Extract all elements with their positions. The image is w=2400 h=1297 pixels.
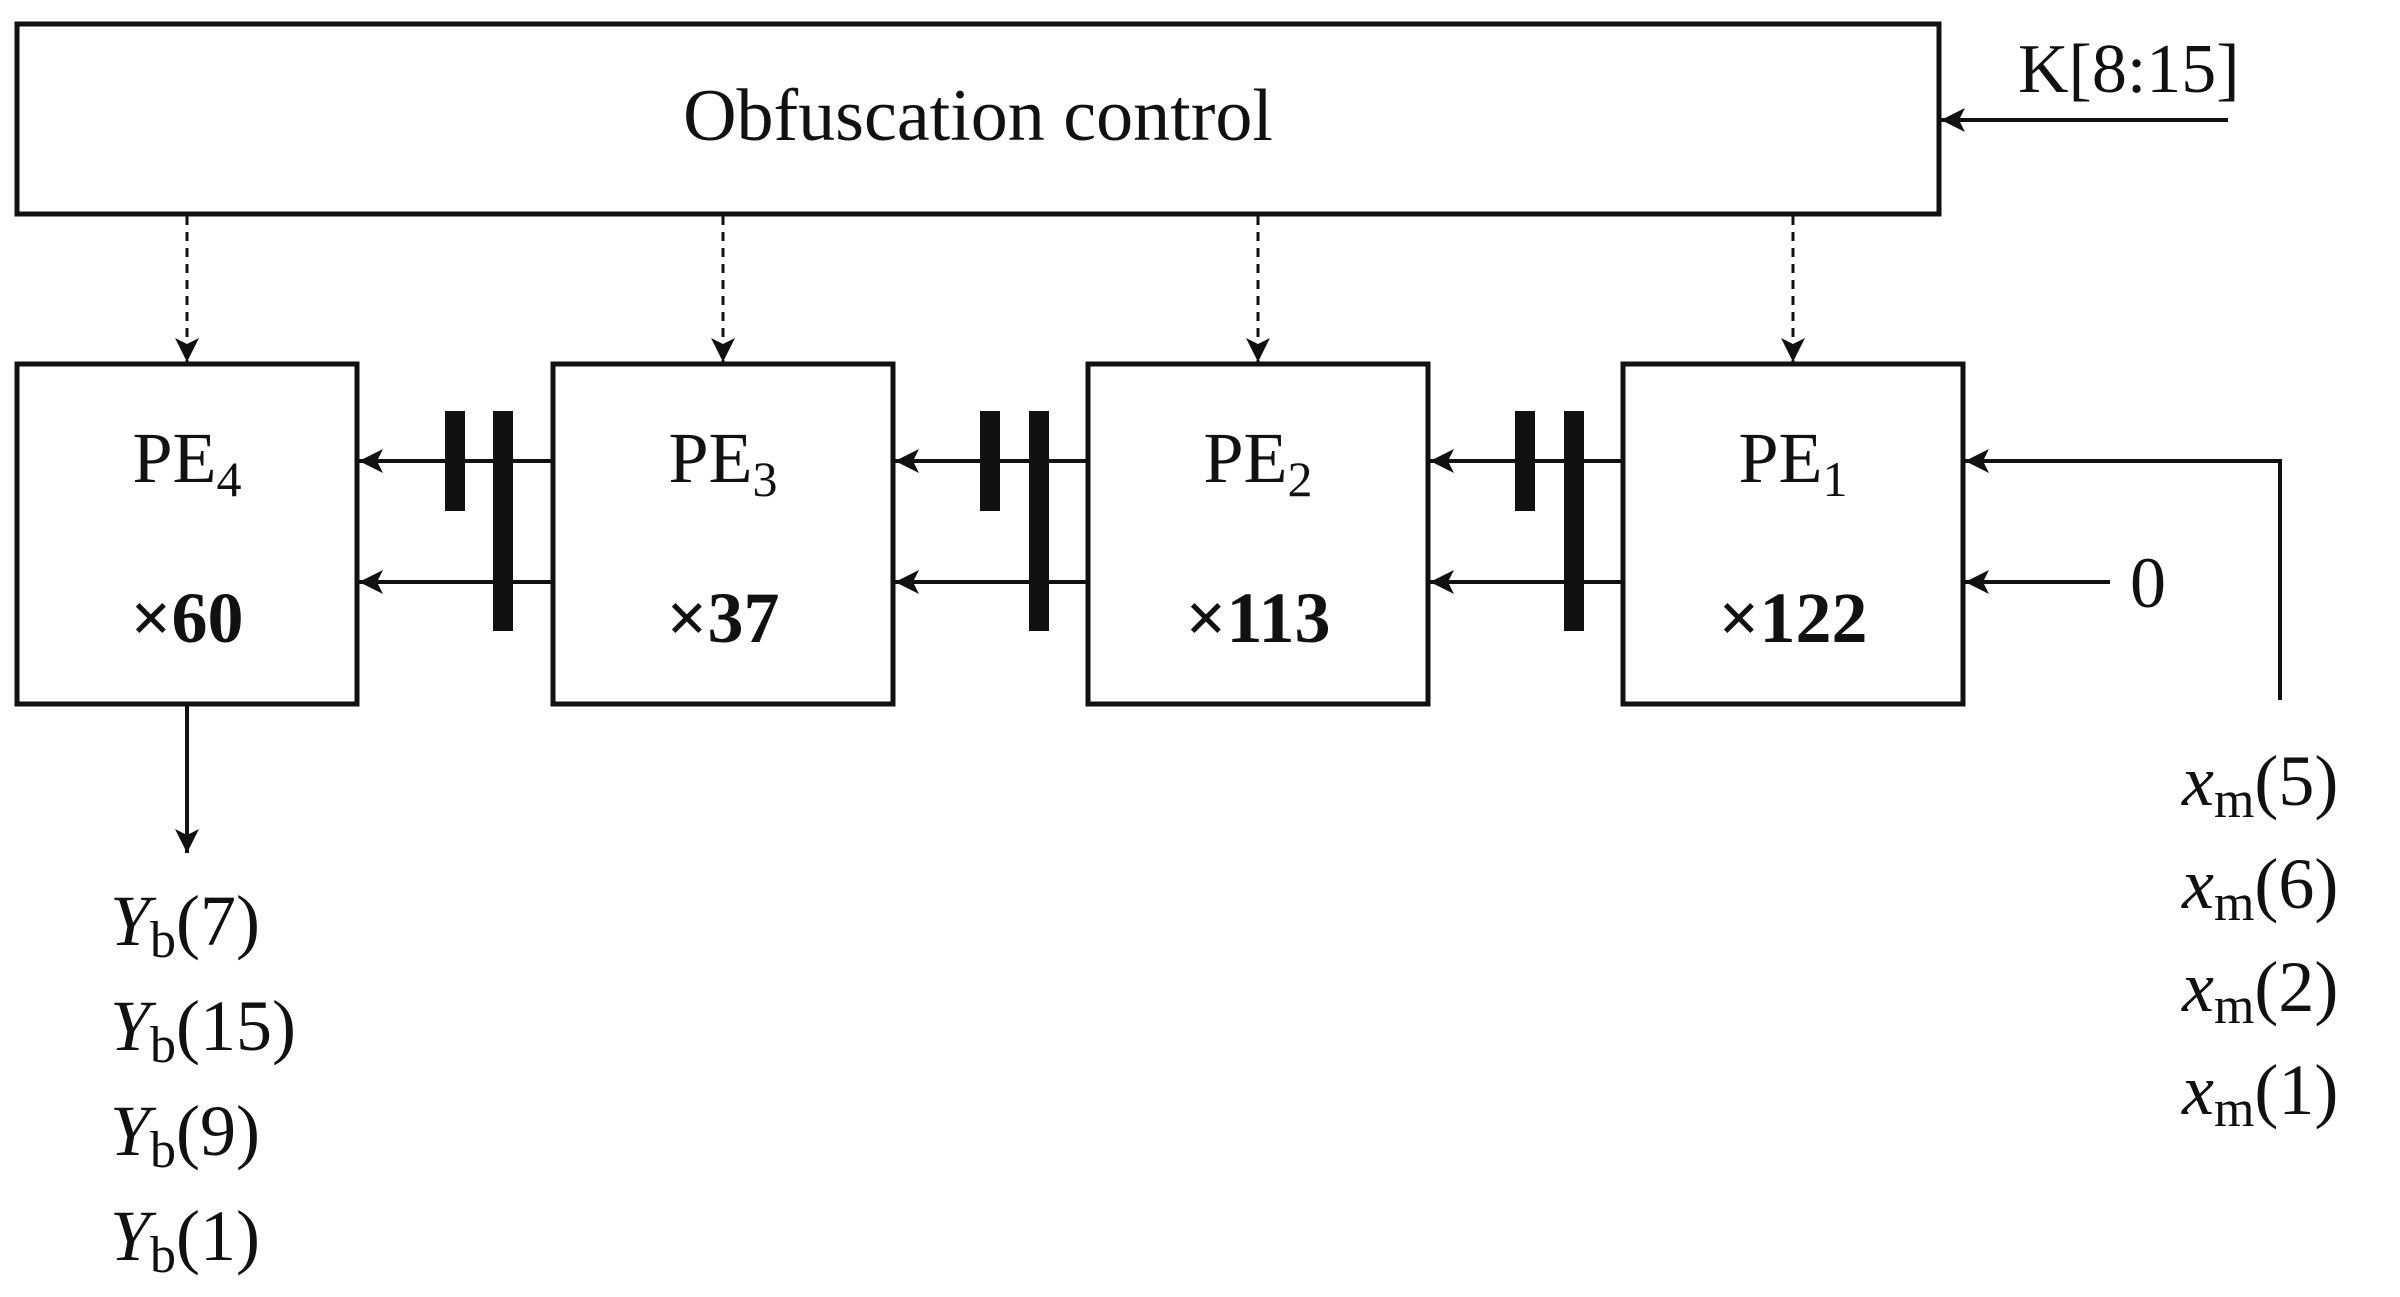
obfuscation-control-box	[14, 21, 1942, 217]
pe3-label: PE3	[668, 418, 777, 507]
pipeline-register-long	[1564, 411, 1584, 631]
pe-block-3: PE3 ×37	[550, 361, 896, 707]
output-sequence: Yb(7) Yb(15) Yb(9) Yb(1)	[110, 881, 296, 1284]
pe1-to-pe2-link	[1430, 411, 1623, 631]
input-item: xm(6)	[2181, 844, 2338, 932]
input-item: xm(2)	[2181, 947, 2338, 1035]
pe1-multiplier: ×122	[1718, 578, 1867, 658]
x-input-arrow	[1965, 449, 2282, 700]
output-item: Yb(9)	[110, 1091, 260, 1179]
obfuscation-control-block: Obfuscation control	[14, 21, 1942, 217]
pe-block-4: PE4 ×60	[14, 361, 360, 707]
pe3-box	[550, 361, 896, 707]
control-signal-arrows	[175, 216, 1805, 362]
pipeline-register-short	[445, 411, 465, 511]
pipeline-register-long	[493, 411, 513, 631]
input-item: xm(1)	[2181, 1050, 2338, 1138]
pe1-label: PE1	[1738, 418, 1847, 507]
pipeline-register-long	[1029, 411, 1049, 631]
zero-input-label: 0	[2130, 543, 2166, 623]
pe4-multiplier: ×60	[130, 578, 243, 658]
obfuscation-control-label: Obfuscation control	[683, 75, 1273, 157]
pipeline-register-short	[980, 411, 1000, 511]
pe1-box	[1620, 361, 1966, 707]
pe2-to-pe3-link	[895, 411, 1088, 631]
key-input: K[8:15]	[1941, 31, 2240, 132]
output-item: Yb(7)	[110, 881, 260, 969]
key-label: K[8:15]	[2018, 31, 2240, 108]
input-item: xm(5)	[2181, 741, 2338, 829]
pe2-box	[1085, 361, 1431, 707]
pe3-multiplier: ×37	[666, 578, 779, 658]
input-sequence: xm(5) xm(6) xm(2) xm(1)	[2181, 741, 2338, 1138]
pipeline-register-short	[1515, 411, 1535, 511]
output-item: Yb(1)	[110, 1196, 260, 1284]
pe-block-2: PE2 ×113	[1085, 361, 1431, 707]
pe2-label: PE2	[1203, 418, 1312, 507]
pe1-inputs: 0	[1965, 449, 2282, 700]
output-item: Yb(15)	[110, 986, 296, 1074]
pe4-label: PE4	[132, 418, 241, 507]
pe-block-1: PE1 ×122	[1620, 361, 1966, 707]
pe4-box	[14, 361, 360, 707]
pe3-to-pe4-link	[359, 411, 553, 631]
pe2-multiplier: ×113	[1185, 578, 1330, 658]
